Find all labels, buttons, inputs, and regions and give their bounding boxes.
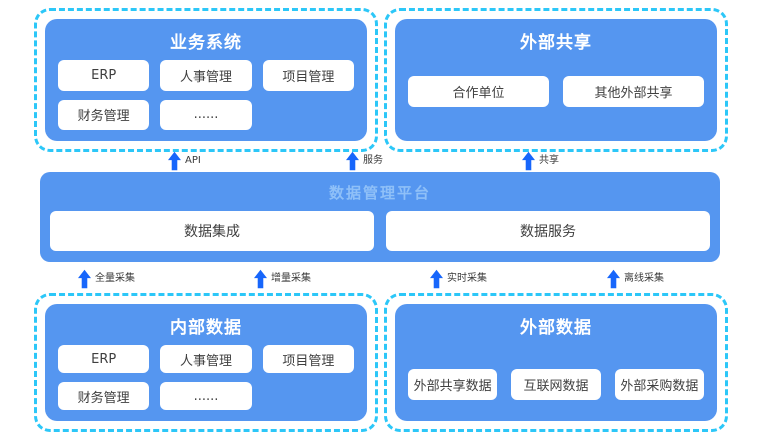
internal-data-title: 内部数据 xyxy=(170,318,242,338)
up-arrow-icon xyxy=(607,269,620,289)
chip-hr: 人事管理 xyxy=(160,60,252,91)
bottom-connector-label: 全量采集 xyxy=(95,273,135,284)
chip-erp: ERP xyxy=(58,60,150,91)
top-connector-label: 共享 xyxy=(539,155,559,166)
external-share-box: 外部共享 合作单位 其他外部共享 xyxy=(395,19,717,141)
chip-ellipsis: ...... xyxy=(160,382,252,410)
up-arrow-icon xyxy=(168,151,181,171)
chip-internet-data: 互联网数据 xyxy=(511,369,601,400)
chip-purchased-data: 外部采购数据 xyxy=(614,369,704,400)
external-share-title: 外部共享 xyxy=(520,33,592,53)
data-platform-bar: 数据管理平台 数据集成 数据服务 xyxy=(40,172,720,262)
top-connector-1: API xyxy=(168,150,201,172)
external-data-items: 外部共享数据 互联网数据 外部采购数据 xyxy=(408,369,704,400)
top-connector-3: 共享 xyxy=(522,150,559,172)
chip-project: 项目管理 xyxy=(262,60,354,91)
internal-data-group: 内部数据 ERP 人事管理 项目管理 财务管理 ...... xyxy=(34,293,378,432)
business-systems-group: 业务系统 ERP 人事管理 项目管理 财务管理 ...... xyxy=(34,8,378,152)
up-arrow-icon xyxy=(254,269,267,289)
chip-hr: 人事管理 xyxy=(160,345,252,373)
chip-ellipsis: ...... xyxy=(160,99,252,130)
top-connector-label: API xyxy=(185,155,201,166)
bottom-connector-4: 离线采集 xyxy=(607,268,664,290)
external-data-box: 外部数据 外部共享数据 互联网数据 外部采购数据 xyxy=(395,304,717,421)
bottom-connector-2: 增量采集 xyxy=(254,268,311,290)
bottom-connector-label: 离线采集 xyxy=(624,273,664,284)
business-systems-title: 业务系统 xyxy=(170,33,242,53)
bottom-connector-label: 实时采集 xyxy=(447,273,487,284)
module-data-service: 数据服务 xyxy=(386,211,710,251)
chip-finance: 财务管理 xyxy=(58,382,150,410)
external-share-group: 外部共享 合作单位 其他外部共享 xyxy=(384,8,728,152)
chip-erp: ERP xyxy=(58,345,150,373)
up-arrow-icon xyxy=(522,151,535,171)
bottom-connector-1: 全量采集 xyxy=(78,268,135,290)
internal-data-items: ERP 人事管理 项目管理 财务管理 ...... xyxy=(58,345,354,410)
external-share-items: 合作单位 其他外部共享 xyxy=(408,76,704,107)
up-arrow-icon xyxy=(346,151,359,171)
module-data-integration: 数据集成 xyxy=(50,211,374,251)
external-data-title: 外部数据 xyxy=(520,318,592,338)
chip-external-shared-data: 外部共享数据 xyxy=(408,369,498,400)
external-data-group: 外部数据 外部共享数据 互联网数据 外部采购数据 xyxy=(384,293,728,432)
bottom-connector-label: 增量采集 xyxy=(271,273,311,284)
business-systems-items: ERP 人事管理 项目管理 财务管理 ...... xyxy=(58,60,354,130)
platform-modules: 数据集成 数据服务 xyxy=(50,211,710,251)
chip-project: 项目管理 xyxy=(262,345,354,373)
platform-title: 数据管理平台 xyxy=(328,184,431,202)
internal-data-box: 内部数据 ERP 人事管理 项目管理 财务管理 ...... xyxy=(45,304,367,421)
business-systems-box: 业务系统 ERP 人事管理 项目管理 财务管理 ...... xyxy=(45,19,367,141)
chip-finance: 财务管理 xyxy=(58,99,150,130)
top-connector-2: 服务 xyxy=(346,150,383,172)
chip-partner-org: 合作单位 xyxy=(408,76,549,107)
chip-other-share: 其他外部共享 xyxy=(563,76,704,107)
bottom-connector-3: 实时采集 xyxy=(430,268,487,290)
top-connector-label: 服务 xyxy=(363,155,383,166)
up-arrow-icon xyxy=(430,269,443,289)
up-arrow-icon xyxy=(78,269,91,289)
